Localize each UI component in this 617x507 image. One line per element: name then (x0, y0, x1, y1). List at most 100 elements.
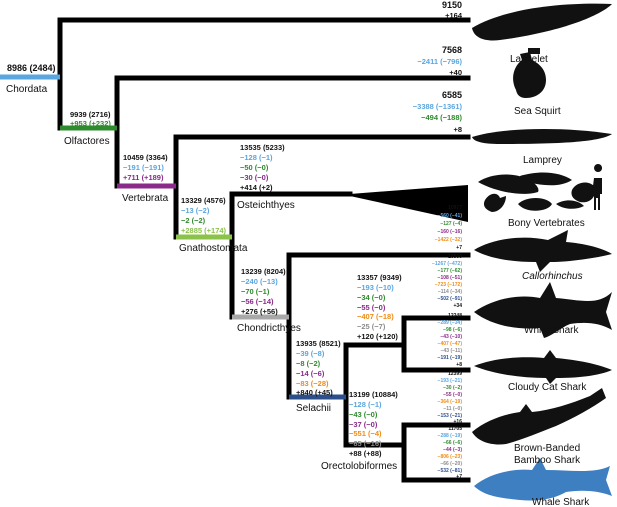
callorhinchus-icon (474, 230, 612, 272)
count-line: 12399 (448, 371, 462, 377)
counts-carcharhiniformes: 13357 (9349) −193 (−10) −34 (−0) −55 (−0… (357, 273, 402, 341)
lizard-icon (556, 200, 584, 209)
count-line: −108 (−51) (438, 275, 463, 281)
fish-icon (520, 172, 572, 186)
count-line: −55 (−0) (443, 392, 462, 398)
count-line: +840 (+45) (296, 388, 333, 397)
species-label-brown-banded: Brown-Banded (514, 443, 580, 454)
count-line: 13535 (5233) (240, 143, 285, 152)
count-line: −34 (−0) (357, 293, 386, 302)
count-line: −177 (−62) (438, 268, 463, 274)
species-label-whale-shark: Whale Shark (532, 497, 590, 507)
count-line: −806 (−23) (438, 454, 463, 460)
lancelet-icon (472, 3, 612, 41)
clade-label-vertebrata: Vertebrata (122, 193, 169, 204)
count-line: −3388 (−1361) (413, 102, 463, 111)
count-line: +120 (+120) (357, 332, 398, 341)
count-line: −65 (−16) (349, 439, 382, 448)
species-label-lamprey: Lamprey (523, 155, 562, 166)
count-line: 9150 (442, 0, 462, 10)
counts-chondrichthyes: 13239 (8204) −240 (−13) −70 (−1) −56 (−1… (241, 267, 286, 316)
counts-sea-squirt: 7568 −2411 (−796) +40 (417, 45, 462, 77)
count-line: −128 (−1) (240, 153, 273, 162)
clade-color-bars (0, 74, 346, 400)
count-line: −289 (−34) (438, 320, 463, 326)
count-line: −66 (−20) (440, 461, 462, 467)
count-line: −43 (−0) (349, 410, 378, 419)
count-line: −13 (−2) (181, 206, 210, 215)
clade-label-chordata: Chordata (6, 84, 48, 95)
count-line: +711 (+189) (123, 173, 164, 182)
count-line: −98 (−6) (443, 327, 462, 333)
count-line: 10977 (448, 205, 462, 211)
count-line: −114 (−34) (438, 289, 463, 295)
counts-bony-vertebrates: 10977 −560 (−41) −127 (−4) −160 (−16) −1… (435, 205, 463, 251)
count-line: 11705 (448, 426, 462, 432)
count-line: 7568 (442, 45, 462, 55)
count-line: 6585 (442, 90, 462, 100)
count-line: 13329 (4576) (181, 196, 226, 205)
count-line: −37 (−0) (349, 420, 378, 429)
count-line: +2885 (+174) (181, 226, 227, 235)
count-line: −1422 (−32) (435, 237, 463, 243)
white-shark-icon (474, 282, 612, 338)
counts-lancelet: 9150 +164 (442, 0, 463, 20)
count-line: −70 (−1) (241, 287, 270, 296)
count-line: +88 (+88) (349, 449, 382, 458)
count-line: +8 (453, 125, 462, 134)
count-line: +953 (+232) (70, 119, 111, 128)
bony-vertebrates-wedge (350, 185, 468, 222)
counts-gnathostomata: 13329 (4576) −13 (−2) −2 (−2) +2885 (+17… (181, 196, 227, 235)
counts-white-shark: 12248 −289 (−34) −98 (−6) −43 (−10) −407… (438, 313, 463, 368)
count-line: −288 (−19) (438, 433, 463, 439)
frog-icon (571, 182, 596, 203)
count-line: −43 (−11) (441, 348, 463, 354)
counts-vertebrata: 10459 (3364) −191 (−191) +711 (+189) (123, 153, 168, 182)
count-line: −127 (−4) (440, 221, 462, 227)
species-labels: Lancelet Sea Squirt Lamprey Bony Vertebr… (508, 54, 590, 507)
count-line: −50 (−0) (240, 163, 269, 172)
count-line: −66 (−6) (443, 440, 462, 446)
clade-label-gnathostomata: Gnathostomata (179, 243, 248, 254)
count-line: +276 (+56) (241, 307, 278, 316)
count-line: −153 (−21) (438, 413, 463, 419)
species-label-lancelet: Lancelet (510, 54, 548, 65)
count-line: −39 (−8) (296, 349, 325, 358)
count-line: −723 (−172) (435, 282, 463, 288)
count-line: −56 (−14) (241, 297, 274, 306)
human-icon (592, 164, 603, 210)
count-chordata: 8986 (2484) (7, 63, 56, 73)
count-line: −30 (−0) (240, 173, 269, 182)
count-line: +164 (445, 11, 463, 20)
counts-whale-shark: 11705 −288 (−19) −66 (−6) −44 (−3) −806 … (438, 426, 463, 480)
count-line: +8 (456, 362, 462, 368)
clade-label-olfactores: Olfactores (64, 136, 110, 147)
count-line: −2411 (−796) (417, 57, 462, 66)
whale-shark-icon (474, 458, 612, 501)
count-line: −560 (−41) (438, 213, 463, 219)
count-line: −8 (−2) (296, 359, 321, 368)
counts-olfactores: 9939 (2716) +953 (+232) (70, 110, 111, 128)
species-label-callorhinchus: Callorhinchus (522, 271, 583, 282)
counts-lamprey: 6585 −3388 (−1361) −494 (−188) +8 (413, 90, 463, 134)
count-line: 9939 (2716) (70, 110, 111, 119)
cloudy-cat-shark-icon (474, 350, 612, 384)
count-line: −407 (−18) (357, 312, 394, 321)
count-line: 13935 (8521) (296, 339, 341, 348)
count-line: −193 (−21) (438, 378, 463, 384)
count-line: +7 (456, 245, 462, 251)
count-line: −83 (−28) (296, 379, 329, 388)
counts-cloudy-cat-shark: 12399 −193 (−21) −30 (−2) −55 (−0) −364 … (438, 371, 463, 425)
count-line: −193 (−10) (357, 283, 394, 292)
count-line: −2 (−2) (181, 216, 206, 225)
count-line: −160 (−16) (438, 229, 463, 235)
count-line: −30 (−2) (443, 385, 462, 391)
counts-orectolobiformes: 13199 (10884) −128 (−1) −43 (−0) −37 (−0… (349, 390, 398, 458)
count-line: −494 (−188) (421, 113, 462, 122)
clade-labels: Chordata Olfactores Vertebrata Gnathosto… (6, 84, 397, 472)
count-line: +40 (449, 68, 462, 77)
count-line: 10459 (3364) (123, 153, 168, 162)
count-line: 12248 (448, 313, 462, 319)
count-line: −191 (−191) (123, 163, 164, 172)
